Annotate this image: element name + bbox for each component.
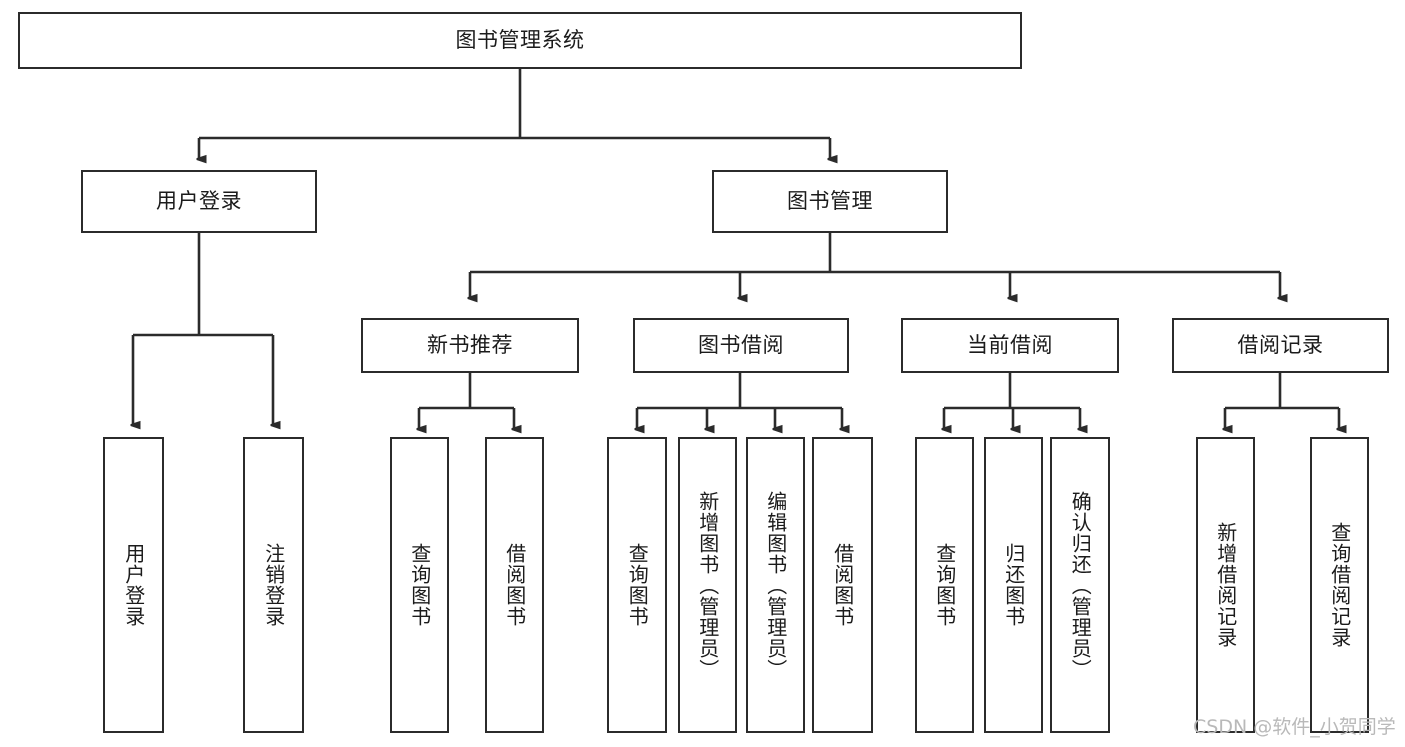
leaf-recommend-query-book[interactable]: 查询图书 — [390, 437, 449, 733]
node-label: 图书借阅 — [698, 333, 784, 358]
node-label: 编辑图书（管理员） — [763, 490, 788, 680]
node-label: 新增图书（管理员） — [695, 490, 720, 680]
node-new-book-recommend[interactable]: 新书推荐 — [361, 318, 579, 373]
node-label: 确认归还（管理员） — [1068, 490, 1093, 680]
leaf-borrow-add-book-admin[interactable]: 新增图书（管理员） — [678, 437, 737, 733]
node-current-borrow[interactable]: 当前借阅 — [901, 318, 1119, 373]
leaf-current-confirm-return-admin[interactable]: 确认归还（管理员） — [1050, 437, 1110, 733]
node-label: 查询借阅记录 — [1327, 522, 1352, 648]
node-label: 注销登录 — [261, 543, 286, 627]
node-book-borrow[interactable]: 图书借阅 — [633, 318, 849, 373]
node-label: 查询图书 — [625, 543, 650, 627]
leaf-current-return-book[interactable]: 归还图书 — [984, 437, 1043, 733]
leaf-records-add-record[interactable]: 新增借阅记录 — [1196, 437, 1255, 733]
node-label: 借阅记录 — [1237, 333, 1324, 358]
node-label: 归还图书 — [1001, 543, 1026, 627]
csdn-watermark: CSDN @软件_小贺同学 — [1193, 716, 1396, 738]
node-book-management[interactable]: 图书管理 — [712, 170, 948, 233]
leaf-recommend-borrow-book[interactable]: 借阅图书 — [485, 437, 544, 733]
node-label: 用户登录 — [121, 543, 146, 627]
leaf-user-login-logout[interactable]: 注销登录 — [243, 437, 304, 733]
node-label: 用户登录 — [156, 189, 242, 214]
node-label: 查询图书 — [932, 543, 957, 627]
node-label: 借阅图书 — [502, 543, 527, 627]
node-label: 图书管理系统 — [455, 28, 585, 53]
node-label: 新增借阅记录 — [1213, 522, 1238, 648]
leaf-user-login-login[interactable]: 用户登录 — [103, 437, 164, 733]
node-label: 当前借阅 — [967, 333, 1053, 358]
leaf-borrow-query-book[interactable]: 查询图书 — [607, 437, 667, 733]
leaf-borrow-edit-book-admin[interactable]: 编辑图书（管理员） — [746, 437, 805, 733]
node-label: 图书管理 — [787, 189, 873, 214]
node-label: 借阅图书 — [830, 543, 855, 627]
leaf-records-query-record[interactable]: 查询借阅记录 — [1310, 437, 1369, 733]
node-borrow-records[interactable]: 借阅记录 — [1172, 318, 1389, 373]
node-label: 查询图书 — [407, 543, 432, 627]
node-user-login[interactable]: 用户登录 — [81, 170, 317, 233]
node-root-library-system[interactable]: 图书管理系统 — [18, 12, 1022, 69]
leaf-current-query-book[interactable]: 查询图书 — [915, 437, 974, 733]
leaf-borrow-borrow-book[interactable]: 借阅图书 — [812, 437, 873, 733]
node-label: 新书推荐 — [427, 333, 513, 358]
